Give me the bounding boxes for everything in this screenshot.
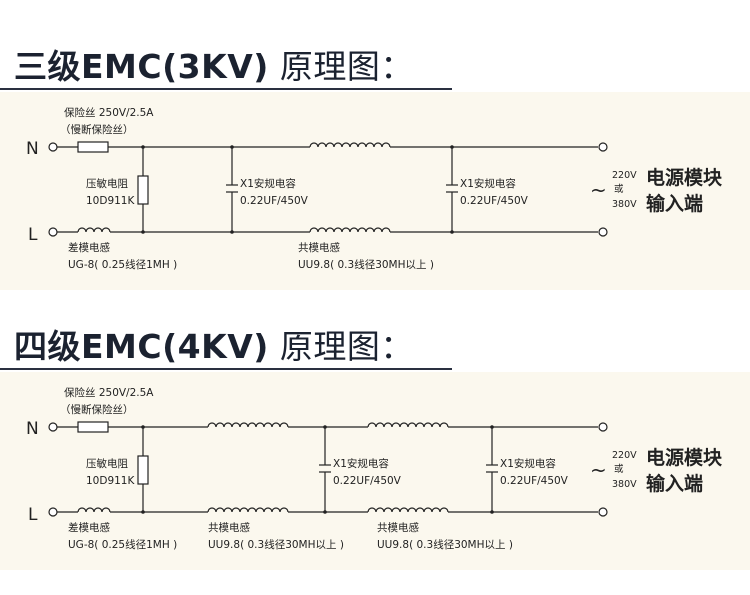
cap-label-2: X1安规电容 [500,457,556,470]
terminal-n-out [598,422,608,432]
section-4kv: 四级EMC(4KV) 原理图： [0,298,750,595]
fuse-symbol [77,421,109,433]
voltage-or: 或 [614,183,624,195]
node-l-label: L [28,225,38,245]
terminal-n-in [48,422,58,432]
x1-capacitor-1 [226,147,238,232]
schematic-4kv: N L 保险丝 250V/2.5A （慢断保险丝） 压敏电阻 10D911K X… [26,386,723,551]
varistor-part: 10D911K [86,475,135,487]
terminal-l-in [48,227,58,237]
cap-value-1: 0.22UF/450V [333,475,402,487]
cm-inductor-top [309,142,391,148]
terminal-l-out [598,227,608,237]
terminal-l-out [598,507,608,517]
dm-inductor-label: 差模电感 [68,521,110,534]
section-title: 三级EMC(3KV) 原理图： [14,40,414,88]
title-underline [0,368,452,370]
title-rest: 原理图： [268,327,414,366]
cm-inductor-2-spec: UU9.8( 0.3线径30MH以上 ) [377,538,513,551]
cm-inductor-spec: UU9.8( 0.3线径30MH以上 ) [298,258,434,271]
section-title: 四级EMC(4KV) 原理图： [14,320,414,368]
varistor-symbol [137,427,149,512]
varistor-symbol [137,147,149,232]
cap-value-2: 0.22UF/450V [500,475,569,487]
dm-inductor-spec: UG-8( 0.25线径1MH ) [68,258,177,271]
dm-inductor [77,507,111,513]
voltage-380: 380V [612,479,637,490]
node-n-label: N [26,139,39,159]
x1-capacitor-2 [486,427,498,512]
cm-inductor-1-spec: UU9.8( 0.3线径30MH以上 ) [208,538,344,551]
dm-inductor-spec: UG-8( 0.25线径1MH ) [68,538,177,551]
cm-inductor-label: 共模电感 [298,241,340,254]
fuse-note: （慢断保险丝） [60,403,134,416]
section-3kv: 三级EMC(3KV) 原理图： [0,40,750,290]
fuse-note: （慢断保险丝） [60,123,134,136]
voltage-380: 380V [612,199,637,210]
fuse-label: 保险丝 250V/2.5A [64,386,154,399]
cm-inductor-1-label: 共模电感 [208,521,250,534]
module-label-line2: 输入端 [646,192,703,215]
cm-inductor-1-bottom [207,507,289,513]
x1-capacitor-2 [446,147,458,232]
ac-tilde: ~ [590,178,607,202]
node-l-label: L [28,505,38,525]
module-label-line2: 输入端 [646,472,703,495]
cap-value-1: 0.22UF/450V [240,195,309,207]
terminal-n-out [598,142,608,152]
ac-tilde: ~ [590,458,607,482]
x1-capacitor-1 [319,427,331,512]
voltage-220: 220V [612,450,637,461]
cap-label-1: X1安规电容 [333,457,389,470]
node-n-label: N [26,419,39,439]
cap-label-1: X1安规电容 [240,177,296,190]
varistor-part: 10D911K [86,195,135,207]
varistor-label: 压敏电阻 [86,457,128,470]
terminal-n-in [48,142,58,152]
schematic-panel: N L 保险丝 250V/2.5A （慢断保险丝） 压敏电阻 10D911K X… [0,92,750,290]
module-label-line1: 电源模块 [646,166,723,189]
title-underline [0,88,452,90]
fuse-label: 保险丝 250V/2.5A [64,106,154,119]
fuse-symbol [77,141,109,153]
voltage-or: 或 [614,463,624,475]
cm-inductor-2-top [367,422,449,428]
cm-inductor-2-label: 共模电感 [377,521,419,534]
title-bold: 四级EMC(4KV) [14,327,269,366]
title-rest: 原理图： [268,47,414,86]
title-bold: 三级EMC(3KV) [14,47,269,86]
schematic-panel: N L 保险丝 250V/2.5A （慢断保险丝） 压敏电阻 10D911K X… [0,372,750,570]
varistor-label: 压敏电阻 [86,177,128,190]
cap-value-2: 0.22UF/450V [460,195,529,207]
cap-label-2: X1安规电容 [460,177,516,190]
cm-inductor-2-bottom [367,507,449,513]
voltage-220: 220V [612,170,637,181]
dm-inductor [77,227,111,233]
cm-inductor-bottom [309,227,391,233]
cm-inductor-1-top [207,422,289,428]
dm-inductor-label: 差模电感 [68,241,110,254]
module-label-line1: 电源模块 [646,446,723,469]
terminal-l-in [48,507,58,517]
schematic-3kv: N L 保险丝 250V/2.5A （慢断保险丝） 压敏电阻 10D911K X… [26,106,723,271]
